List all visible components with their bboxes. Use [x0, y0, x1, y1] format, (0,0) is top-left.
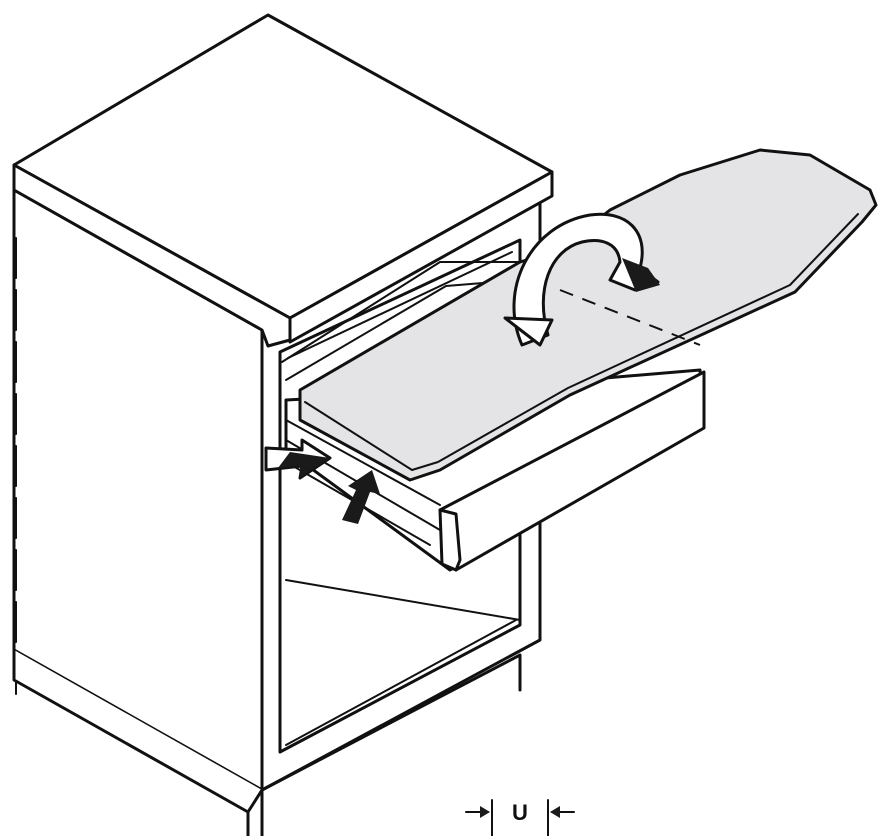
dimension-marker: U: [465, 799, 575, 836]
push-arrow-horizontal: [264, 438, 332, 480]
rotation-arrow: [503, 212, 660, 347]
dimension-label: U: [512, 800, 528, 825]
cabinet-worktop: [12, 13, 554, 348]
push-arrow-upward: [342, 470, 380, 524]
